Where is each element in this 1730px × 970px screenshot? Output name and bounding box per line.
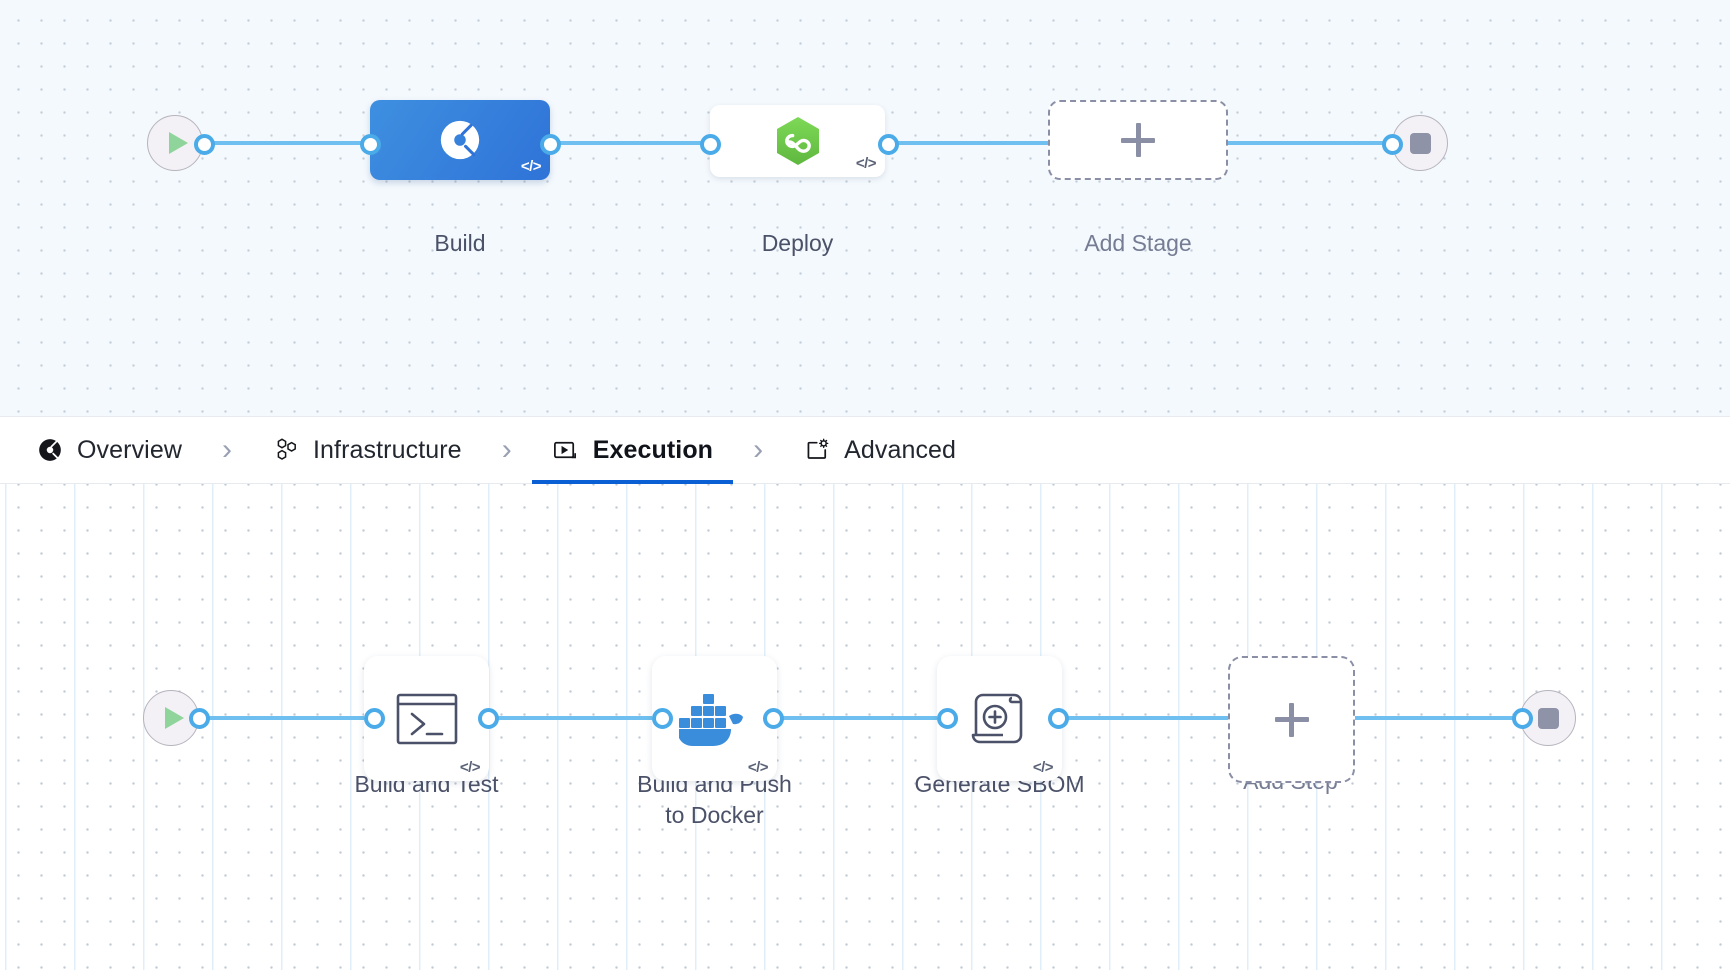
tab-overview[interactable]: Overview	[32, 416, 186, 484]
tab-advanced[interactable]: Advanced	[799, 416, 960, 484]
tab-label: Advanced	[844, 435, 957, 464]
code-badge-icon: </>	[459, 759, 481, 776]
step-port-s3-out[interactable]	[1048, 708, 1069, 729]
play-icon	[164, 707, 184, 729]
plus-icon	[1121, 123, 1155, 157]
tab-label: Overview	[77, 435, 182, 464]
play-icon	[168, 132, 188, 154]
stage-connector-build-deploy	[540, 141, 725, 145]
stage-port-build-in[interactable]	[360, 134, 381, 155]
stage-connector-deploy-add	[878, 141, 1063, 145]
step-port-start-out[interactable]	[189, 708, 210, 729]
code-badge-icon: </>	[747, 759, 769, 776]
stage-label-deploy: Deploy	[761, 230, 834, 256]
window-gear-icon	[803, 436, 831, 464]
tab-separator-icon: ›	[753, 433, 764, 466]
harness-cd-icon	[776, 117, 819, 165]
step-port-end-in[interactable]	[1512, 708, 1533, 729]
step-port-s1-in[interactable]	[364, 708, 385, 729]
stop-icon	[1409, 132, 1431, 154]
hexagons-icon	[272, 436, 300, 464]
tab-execution[interactable]: Execution	[531, 416, 734, 484]
code-badge-icon: </>	[1032, 759, 1054, 776]
step-port-s3-in[interactable]	[937, 708, 958, 729]
stage-node-build[interactable]: </>	[370, 100, 550, 180]
harness-ci-icon	[440, 120, 480, 160]
step-connector-s1-s2	[488, 716, 663, 720]
tab-label: Execution	[592, 435, 714, 464]
stage-port-end-in[interactable]	[1382, 134, 1403, 155]
play-box-icon	[552, 436, 580, 464]
stage-port-start-out[interactable]	[194, 134, 215, 155]
tab-separator-icon: ›	[501, 433, 512, 466]
docker-icon	[678, 693, 743, 746]
stage-start-node[interactable]	[147, 115, 203, 171]
step-connector-s2-s3	[773, 716, 948, 720]
step-graph-canvas[interactable]: </> Build and Test </>	[0, 484, 1730, 970]
stage-connector-add-end	[1218, 141, 1398, 145]
step-node-add-step[interactable]	[1228, 656, 1355, 783]
stage-port-deploy-out[interactable]	[878, 134, 899, 155]
code-badge-icon: </>	[855, 155, 877, 172]
stage-connector-start-build	[205, 141, 385, 145]
step-connector-s3-add	[1058, 716, 1233, 720]
tab-label: Infrastructure	[313, 435, 462, 464]
step-port-s2-out[interactable]	[763, 708, 784, 729]
step-port-s2-in[interactable]	[652, 708, 673, 729]
step-connector-add-end	[1353, 716, 1528, 720]
stage-port-deploy-in[interactable]	[700, 134, 721, 155]
step-connector-start-s1	[200, 716, 375, 720]
code-badge-icon: </>	[520, 158, 542, 175]
plus-icon	[1274, 702, 1309, 737]
tab-separator-icon: ›	[222, 433, 232, 466]
step-port-s1-out[interactable]	[478, 708, 499, 729]
stop-icon	[1537, 707, 1559, 729]
stage-node-add-stage[interactable]	[1048, 100, 1228, 180]
stage-port-build-out[interactable]	[540, 134, 561, 155]
terminal-icon	[396, 693, 457, 744]
scroll-plus-icon	[971, 693, 1022, 743]
tab-infrastructure[interactable]: Infrastructure	[268, 416, 466, 484]
stage-config-tabbar: Overview › Infrastructure ›	[0, 416, 1730, 484]
stage-label-add-stage: Add Stage	[1084, 230, 1192, 256]
stage-label-build: Build	[434, 230, 486, 256]
harness-logo-icon	[36, 436, 64, 464]
stage-node-deploy[interactable]: </>	[710, 105, 885, 177]
stage-graph-canvas[interactable]: </> Build </> Deploy	[0, 0, 1730, 416]
